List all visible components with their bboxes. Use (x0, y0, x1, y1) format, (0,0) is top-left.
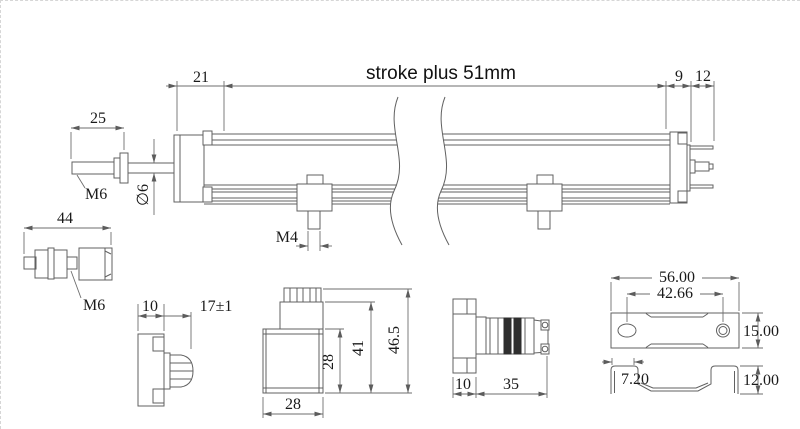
dim-clamp-stud-length: 17±1 (200, 298, 233, 315)
dim-bracket-depth: 15.00 (743, 323, 779, 340)
dim-connector-body-height: 28 (320, 354, 337, 370)
front-end-cap (173, 130, 213, 203)
connector-front-view: 28 41 46.5 28 (262, 287, 412, 418)
dim-clamp-plate-width: 10 (142, 298, 158, 315)
clamp-side-view: 10 17±1 (137, 298, 233, 407)
dim-bracket-hole-spacing: 42.66 (657, 285, 693, 302)
dim-bracket-flange-width: 7.20 (621, 371, 649, 388)
bracket-profile-outline (610, 365, 739, 394)
dim-connector-width: 28 (285, 396, 301, 413)
mounting-clamp-rear (526, 174, 563, 230)
rod-thread-label: M6 (85, 186, 107, 203)
dim-rod-thread-length: 25 (90, 110, 106, 127)
rod-diameter-label: ∅6 (135, 184, 152, 206)
connector-side-view: 10 35 (452, 298, 550, 398)
plug-screw-bottom (541, 345, 549, 353)
rear-end-cap (669, 131, 691, 204)
clamp-stud-front (307, 210, 321, 230)
break-curve-right (436, 96, 450, 246)
break-curve-left (389, 96, 403, 246)
clamp-stud-thread-label: M4 (276, 229, 298, 246)
main-view-dimensions (70, 81, 715, 251)
rod-end-washer (47, 247, 55, 280)
rod-end-nut-2 (53, 249, 68, 279)
connector-pins (689, 145, 714, 189)
bracket-round-hole (716, 323, 730, 338)
dim-pin-length: 12 (695, 68, 711, 85)
dim-plug-length: 35 (503, 376, 519, 393)
plug-band-1 (503, 317, 512, 355)
connector-body (262, 328, 324, 394)
dim-bracket-width: 56.00 (659, 269, 695, 286)
main-view: stroke plus 51mm 21 9 12 25 M6 ∅6 M4 (70, 63, 715, 251)
break-lines (389, 96, 450, 246)
rod-end-housing (78, 247, 113, 281)
rod-end-neck (66, 256, 78, 270)
dim-connector-total-height: 46.5 (386, 326, 403, 354)
rod-end-nut-1 (34, 249, 49, 279)
rod-flange (119, 152, 129, 184)
piston-rod (71, 152, 175, 184)
dim-rear-cap-length: 9 (675, 68, 683, 85)
rod-collar-ring (113, 157, 121, 179)
bracket-top-view: 56.00 42.66 15.00 (610, 269, 779, 349)
rod-end-thread-label: M6 (83, 297, 105, 314)
dim-plug-flange-width: 10 (455, 376, 471, 393)
bracket-slot-hole (617, 323, 637, 338)
plug-screw-top (541, 321, 549, 329)
bracket-plate (610, 312, 740, 349)
dim-rod-end-length: 44 (57, 210, 73, 227)
rod-end-view: 44 M6 (23, 210, 113, 314)
rod-thread-shank (71, 161, 115, 175)
rod-end-stud (23, 256, 37, 270)
clamp-stud-rear (537, 210, 551, 230)
mounting-clamp-front (296, 174, 333, 230)
connector-flange (452, 298, 477, 374)
rod-shaft (127, 162, 175, 174)
plug-band-2 (513, 317, 522, 355)
bracket-profile-view: 7.20 12.00 (602, 358, 779, 395)
connector-mid-section (279, 301, 324, 330)
dim-bracket-profile-height: 12.00 (743, 372, 779, 389)
stroke-note: stroke plus 51mm (366, 63, 516, 84)
dim-front-cap-length: 21 (193, 69, 209, 86)
dim-connector-mid-height: 41 (350, 340, 367, 356)
